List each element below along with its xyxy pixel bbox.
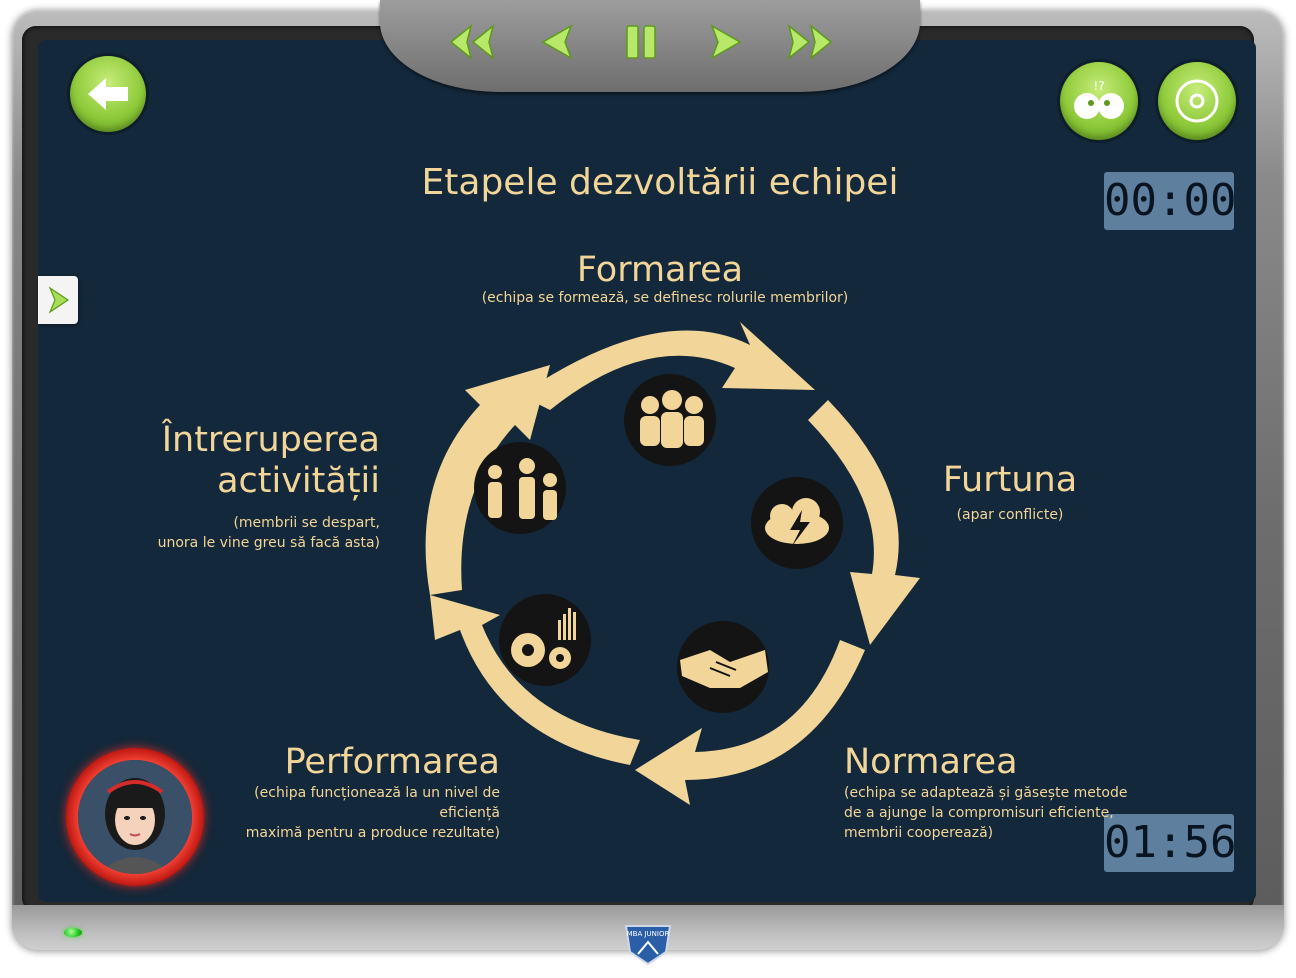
stage-desc-intreruperea: (membrii se despart, unora le vine greu … [100, 513, 380, 553]
fast-forward-icon [787, 24, 833, 60]
stage-desc-line: membrii cooperează) [844, 825, 994, 841]
fast-rewind-button[interactable] [446, 20, 498, 64]
total-timer: 01:56 [1104, 814, 1236, 872]
back-arrow-icon [88, 78, 128, 110]
help-characters-icon: !? [1074, 79, 1124, 119]
stage-desc-line: (membrii se despart, [233, 515, 380, 531]
cycle-arrow-intreruperea [425, 365, 550, 595]
separating-people-icon [474, 442, 566, 534]
mba-junior-logo: MBA JUNIOR [624, 925, 672, 966]
gears-icon [499, 594, 591, 686]
elapsed-timer: 00:00 [1104, 172, 1236, 230]
disc-button[interactable] [1158, 62, 1236, 140]
stage-title-formarea: Formarea [576, 250, 744, 290]
expand-panel-icon [48, 286, 70, 314]
stage-title-line: activității [217, 461, 380, 501]
cycle-arrow-normarea [635, 640, 865, 805]
girl-portrait-icon [78, 760, 192, 874]
handshake-icon [677, 621, 769, 713]
group-people-icon [624, 374, 716, 466]
next-icon [710, 24, 742, 60]
pause-icon [626, 25, 656, 59]
help-button[interactable]: !? [1060, 62, 1138, 140]
side-panel-toggle[interactable] [38, 276, 78, 324]
logo-text: MBA JUNIOR [627, 930, 670, 938]
page-title: Etapele dezvoltării echipei [421, 162, 899, 203]
stage-title-performarea: Performarea [284, 742, 500, 782]
svg-text:!?: !? [1093, 79, 1104, 93]
next-button[interactable] [700, 20, 752, 64]
playback-controls [446, 20, 836, 64]
power-led [64, 928, 82, 937]
content-screen [38, 40, 1256, 902]
pause-button[interactable] [615, 20, 667, 64]
cycle-arrow-performarea [430, 595, 640, 765]
stage-desc-line: unora le vine greu să facă asta) [157, 535, 380, 551]
stage-desc-line: (echipa se adaptează și găsește metode [844, 785, 1128, 801]
narrator-avatar[interactable] [66, 748, 204, 886]
fast-rewind-icon [449, 24, 495, 60]
stage-title-normarea: Normarea [844, 742, 1018, 782]
stage-desc-furtuna: (apar conflicte) [956, 507, 1064, 523]
disc-icon [1175, 79, 1219, 123]
cycle-arrow-formarea [520, 322, 815, 410]
stage-desc-normarea: (echipa se adaptează și găsește metode d… [844, 783, 1134, 843]
avatar-portrait [78, 760, 192, 874]
stage-desc-performarea: (echipa funcționează la un nivel de efic… [190, 783, 500, 843]
team-development-cycle [425, 322, 920, 805]
storm-cloud-icon [751, 477, 843, 569]
stage-desc-line: maximă pentru a produce rezultate) [245, 825, 500, 841]
stage-desc-line: (echipa funcționează la un nivel de efic… [254, 785, 500, 821]
stage-title-line: Întreruperea [161, 420, 380, 460]
stage-desc-formarea: (echipa se formează, se definesc roluril… [481, 290, 849, 306]
back-button[interactable] [70, 56, 146, 132]
fast-forward-button[interactable] [784, 20, 836, 64]
stage-desc-line: de a ajunge la compromisuri eficiente, [844, 805, 1114, 821]
cycle-arrow-furtuna [808, 400, 920, 645]
stage-title-intreruperea: Întreruperea activității [100, 420, 380, 502]
previous-button[interactable] [531, 20, 583, 64]
stage-title-furtuna: Furtuna [942, 460, 1078, 500]
previous-icon [540, 24, 572, 60]
